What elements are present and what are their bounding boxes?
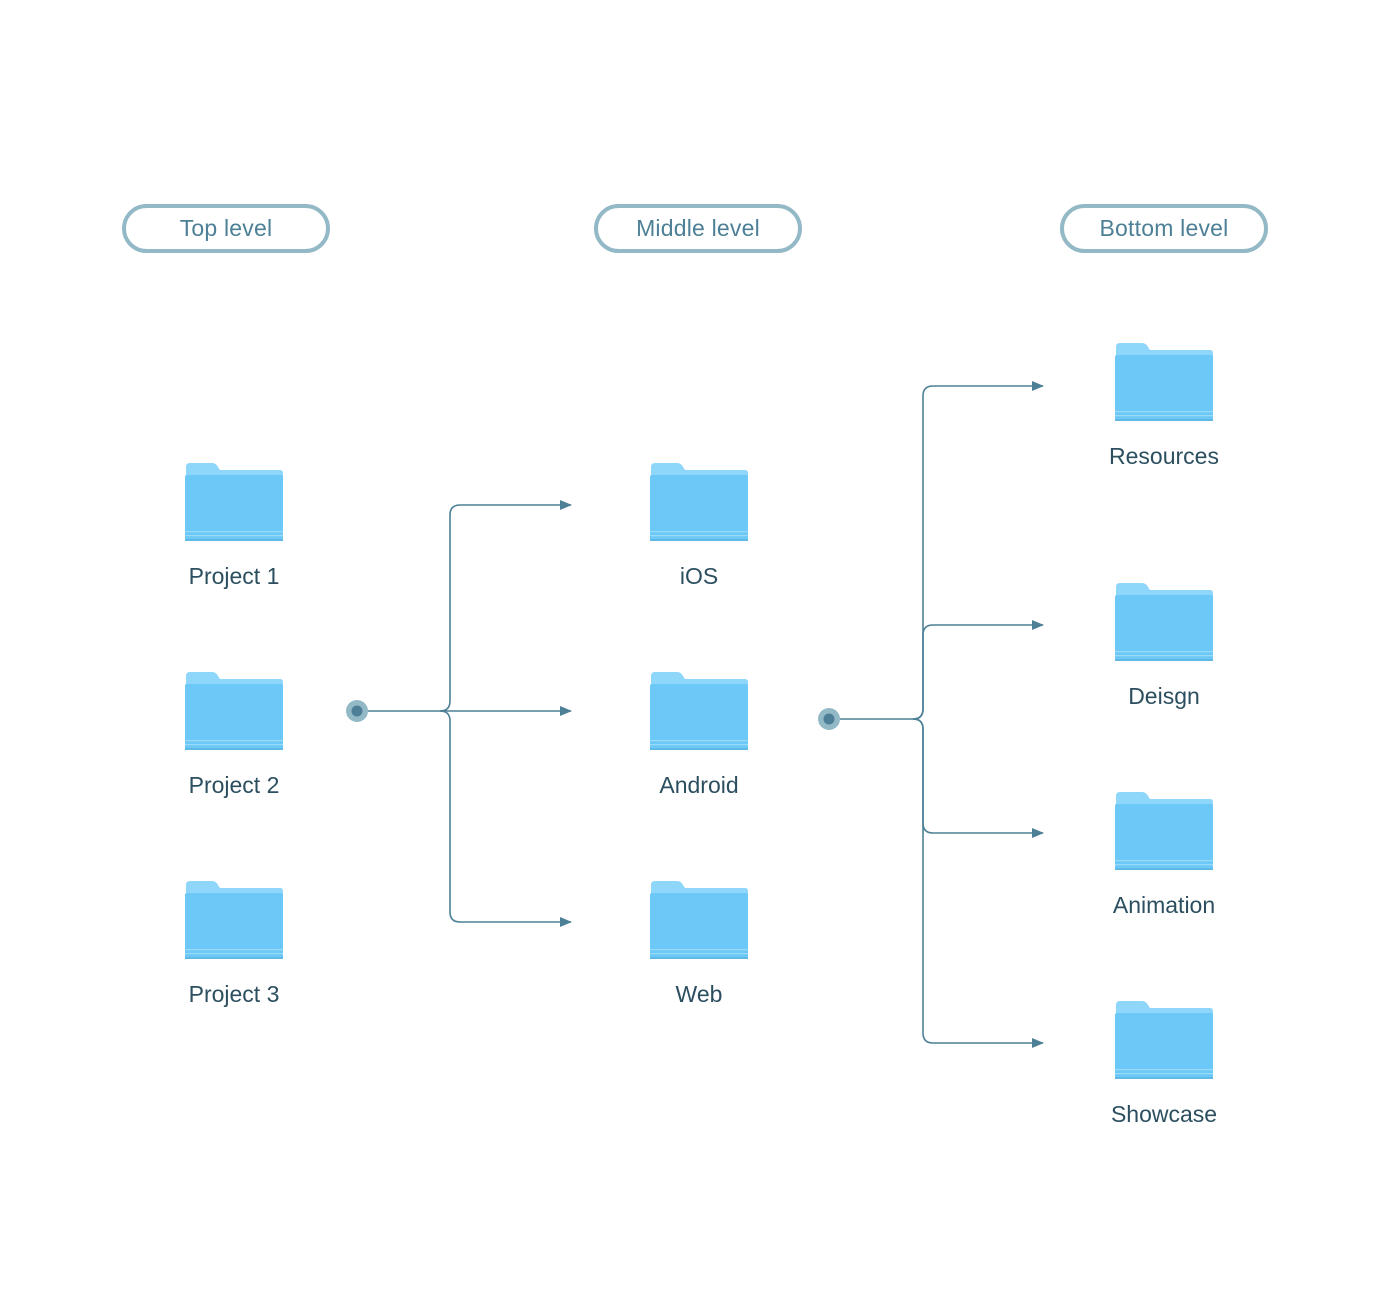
folder-label: Animation — [1112, 892, 1216, 918]
connector-origin-dot-right — [818, 708, 840, 730]
connector-branch-animation — [912, 718, 1044, 838]
folder-project-2[interactable]: Project 2 — [184, 672, 284, 798]
folder-android[interactable]: Android — [649, 672, 749, 798]
connector-branch-showcase — [912, 718, 1044, 1048]
folder-icon — [1115, 583, 1213, 661]
connector-middle-to-bottom — [840, 381, 1044, 1048]
connector-origin-dot-left — [346, 700, 368, 722]
connector-branch-design — [912, 620, 1044, 720]
folder-label: Project 1 — [188, 563, 280, 589]
folder-label: Android — [659, 772, 739, 798]
connector-branch-web — [439, 710, 572, 927]
folder-icon — [185, 881, 283, 959]
folder-label: Resources — [1109, 443, 1219, 469]
folder-icon — [650, 463, 748, 541]
folder-icon — [1115, 343, 1213, 421]
folder-icon — [650, 672, 748, 750]
folder-icon — [1115, 792, 1213, 870]
folder-label: Project 3 — [188, 981, 280, 1007]
folder-project-1[interactable]: Project 1 — [184, 463, 284, 589]
folder-ios[interactable]: iOS — [649, 463, 749, 589]
folder-icon — [185, 672, 283, 750]
folder-project-3[interactable]: Project 3 — [184, 881, 284, 1007]
folder-icon — [185, 463, 283, 541]
folder-web[interactable]: Web — [649, 881, 749, 1007]
level-header-top: Top level — [122, 204, 330, 253]
folder-icon — [1115, 1001, 1213, 1079]
level-header-middle: Middle level — [594, 204, 802, 253]
folder-label: Deisgn — [1128, 683, 1200, 709]
folder-animation[interactable]: Animation — [1113, 792, 1215, 918]
folder-label: iOS — [679, 563, 719, 589]
connector-top-to-middle — [368, 500, 572, 927]
folder-label: Project 2 — [188, 772, 280, 798]
folder-icon — [650, 881, 748, 959]
level-header-bottom: Bottom level — [1060, 204, 1268, 253]
folder-label: Web — [675, 981, 723, 1007]
folder-design[interactable]: Deisgn — [1114, 583, 1214, 709]
folder-resources[interactable]: Resources — [1109, 343, 1219, 469]
connector-branch-ios — [439, 500, 572, 712]
connector-branch-resources — [912, 381, 1044, 720]
folder-showcase[interactable]: Showcase — [1111, 1001, 1217, 1127]
folder-label: Showcase — [1110, 1101, 1218, 1127]
